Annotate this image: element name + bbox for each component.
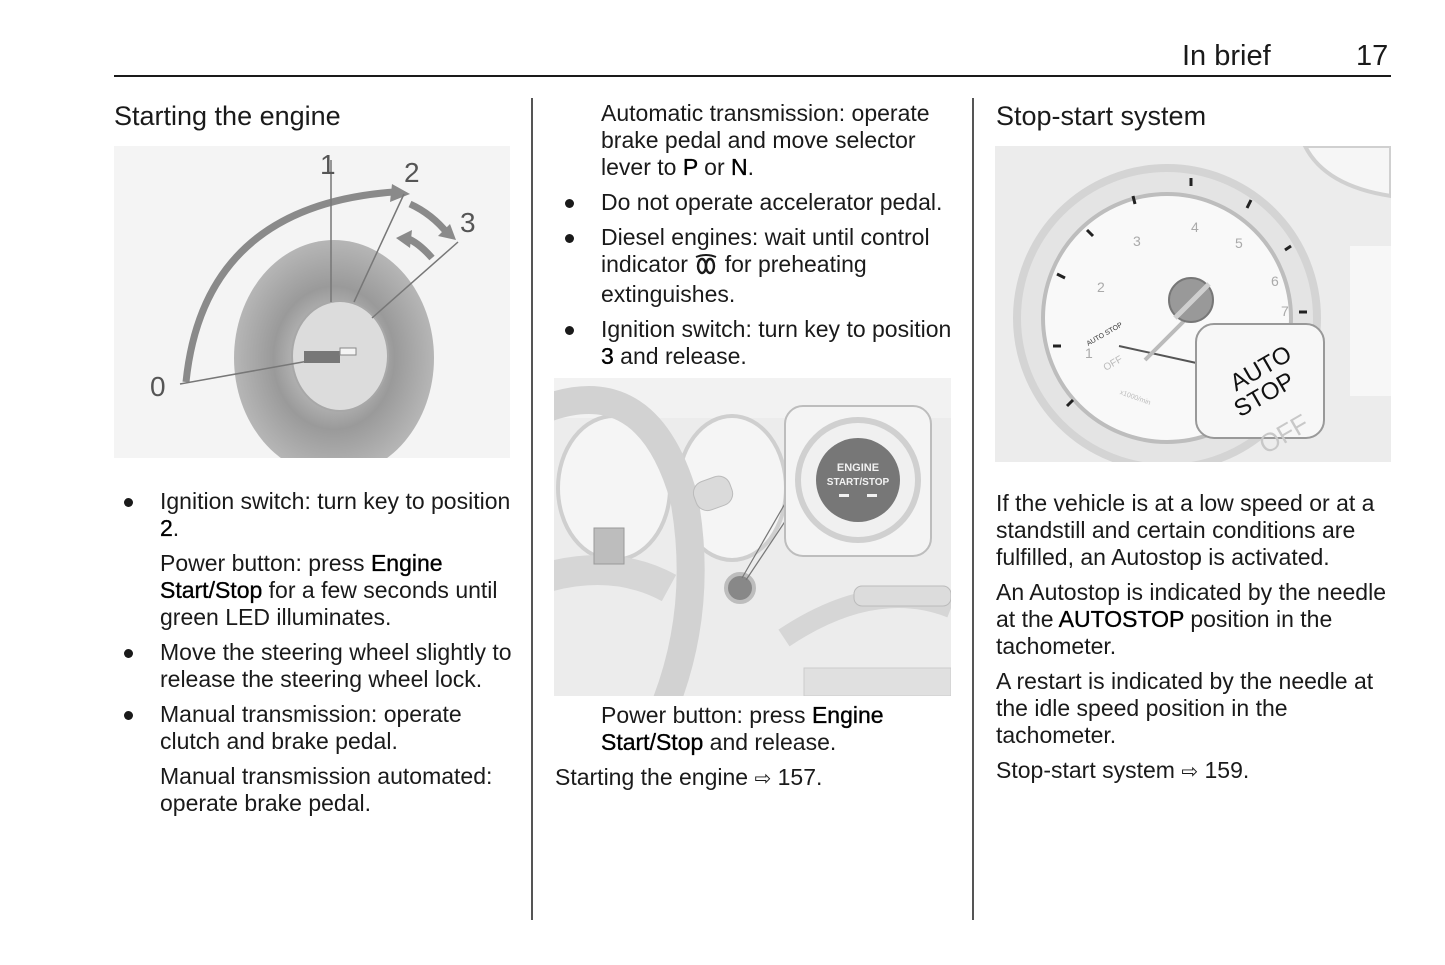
tachometer-ticks xyxy=(1053,178,1307,408)
wheel-controls xyxy=(593,527,625,565)
column-divider-1 xyxy=(531,98,533,920)
tick-label-2: 2 xyxy=(1097,279,1105,295)
column-starting-engine: Starting the engine xyxy=(114,96,514,825)
list-subitem: Manual transmission automated: operate b… xyxy=(160,763,493,816)
position-label-3: 3 xyxy=(460,207,476,238)
position-label-0: 0 xyxy=(150,371,166,402)
tachometer-illustration: 1 2 3 4 5 6 AUTO STOP OFF x1000/min AUTO… xyxy=(995,146,1391,462)
tick-label-6: 6 xyxy=(1271,273,1279,289)
position-label-2: 2 xyxy=(404,157,420,188)
steering-wheel-rim xyxy=(554,386,705,696)
reference-arrow-icon: ⇨ xyxy=(754,768,772,790)
list-item: Ignition switch: turn key to position 2. xyxy=(114,488,514,542)
list-item: Move the steering wheel slightly to rele… xyxy=(114,639,514,693)
ignition-switch-illustration: 0 1 2 3 xyxy=(114,146,510,458)
power-button-note: Power button: press Engine Start/Stop an… xyxy=(601,702,884,755)
list-subitem: Power button: press Engine Start/Stop fo… xyxy=(160,550,498,630)
tick-label-7: 7 xyxy=(1281,303,1289,319)
tachometer-figure: 1 2 3 4 5 6 AUTO STOP OFF x1000/min AUTO… xyxy=(995,146,1391,462)
autostop-indication: An Autostop is indicated by the needle a… xyxy=(996,579,1387,659)
position-label-1: 1 xyxy=(320,149,336,180)
section-title-starting-engine: Starting the engine xyxy=(114,101,341,131)
page-number: 17 xyxy=(1356,40,1389,72)
engine-start-stop-button-small xyxy=(724,572,756,604)
section-title-stop-start: Stop-start system xyxy=(996,101,1207,131)
list-item: Do not operate accelerator pedal. xyxy=(555,189,955,216)
autostop-description: If the vehicle is at a low speed or at a… xyxy=(996,490,1375,570)
list-item: Manual transmission: operate clutch and … xyxy=(114,701,514,755)
led-indicator-right xyxy=(867,494,877,497)
led-indicator-left xyxy=(839,494,849,497)
automatic-transmission-note: Automatic transmission: operate brake pe… xyxy=(601,100,930,180)
column-divider-2 xyxy=(972,98,974,920)
column-starting-engine-cont: Automatic transmission: operate brake pe… xyxy=(554,100,955,801)
engine-start-stop-button xyxy=(816,438,900,522)
list-item: Diesel engines: wait until control indic… xyxy=(555,224,955,308)
header-rule xyxy=(114,75,1391,77)
preheat-coil-icon xyxy=(694,253,718,281)
stalk xyxy=(692,475,734,512)
dashboard-illustration: ENGINE START/STOP xyxy=(554,378,951,696)
callout-pointer xyxy=(1118,345,1202,365)
list-item: Ignition switch: turn key to position 3 … xyxy=(555,316,955,370)
tick-label-5: 5 xyxy=(1235,235,1243,251)
reference-arrow-icon: ⇨ xyxy=(1181,761,1199,783)
reference-page: 157. xyxy=(777,764,823,790)
cross-reference-stop-start[interactable]: Stop-start system ⇨ 159. xyxy=(996,757,1396,786)
button-label-engine: ENGINE xyxy=(837,462,879,474)
tick-label-3: 3 xyxy=(1133,233,1141,249)
tick-label-4: 4 xyxy=(1191,219,1199,235)
column-stop-start-system: Stop-start system 1 2 3 4 5 xyxy=(995,96,1396,794)
power-button-figure: ENGINE START/STOP xyxy=(554,378,951,696)
arc-0-to-2 xyxy=(182,188,395,383)
ignition-switch-figure: 0 1 2 3 xyxy=(114,146,510,458)
restart-indication: A restart is indicated by the needle at … xyxy=(996,668,1374,748)
running-header-title: In brief xyxy=(1182,40,1271,72)
cross-reference-starting-engine[interactable]: Starting the engine ⇨ 157. xyxy=(555,764,955,793)
reference-page: 159. xyxy=(1204,757,1250,783)
button-label-start-stop: START/STOP xyxy=(827,477,890,488)
autostop-callout-box xyxy=(1195,323,1325,439)
tick-label-1: 1 xyxy=(1085,345,1093,361)
